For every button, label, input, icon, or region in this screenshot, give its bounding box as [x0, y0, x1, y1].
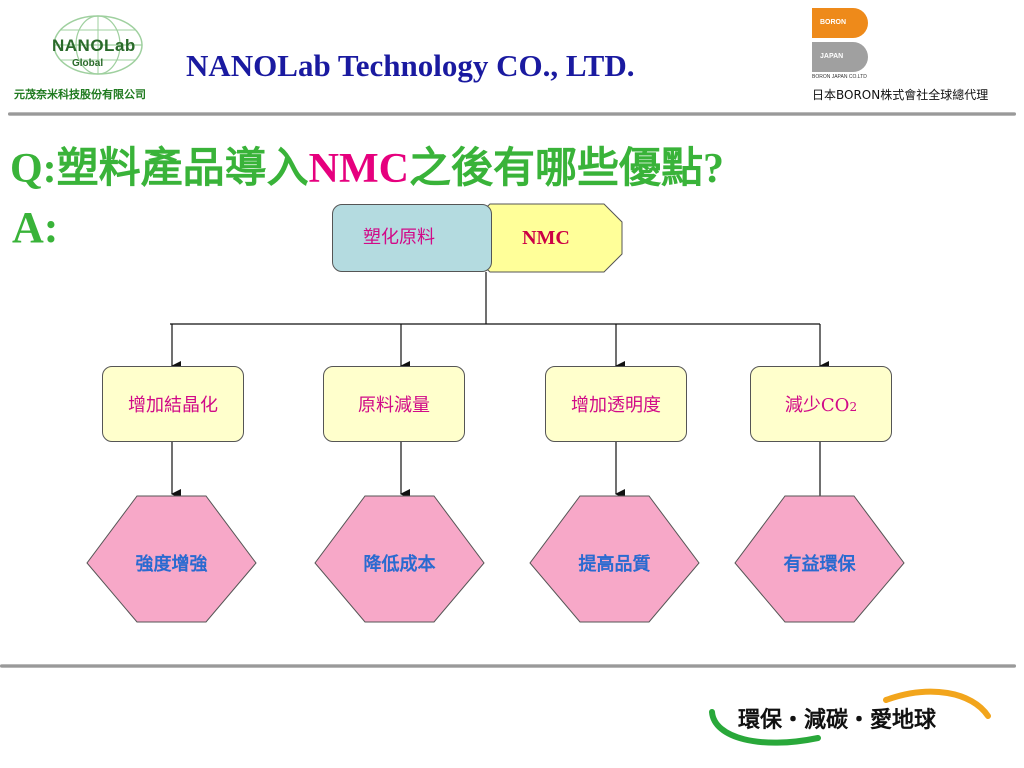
- nmc-tag-label: NMC: [522, 226, 570, 249]
- globe-icon: [53, 15, 143, 75]
- swoosh-icon: [709, 688, 991, 746]
- company-title: NANOLab Technology CO., LTD.: [186, 48, 635, 83]
- question-nmc: NMC: [308, 146, 409, 192]
- footer-slogan: 環保・減碳・愛地球: [738, 707, 937, 733]
- logo-name: NANOLab: [52, 36, 136, 55]
- result-hexagon-1: [86, 495, 257, 623]
- effect-box-4-subscript: 2: [849, 400, 858, 414]
- header-divider: [8, 112, 1016, 116]
- logo-subtitle: Global: [72, 58, 104, 69]
- result-label-1: 強度增強: [135, 554, 208, 575]
- boron-logo-caption: BORON JAPAN CO.LTD: [812, 74, 867, 80]
- nanolab-logo: NANOLab Global 元茂奈米科技股份有限公司: [12, 14, 172, 104]
- boron-japan-logo: BORON JAPAN BORON JAPAN CO.LTD: [812, 8, 872, 80]
- effect-box-2: 原料減量: [323, 366, 465, 442]
- logo-chinese-name: 元茂奈米科技股份有限公司: [14, 88, 146, 101]
- footer-divider: [0, 664, 1016, 668]
- agent-caption: 日本BORON株式會社全球總代理: [812, 88, 989, 102]
- question-text-1: 塑料產品導入: [56, 143, 309, 192]
- result-label-2: 降低成本: [363, 554, 436, 575]
- boron-logo-bottom: JAPAN: [812, 42, 868, 72]
- effect-box-1: 增加結晶化: [102, 366, 244, 442]
- result-label-4: 有益環保: [783, 554, 856, 575]
- result-hexagon-2: [314, 495, 485, 623]
- answer-label: A:: [12, 203, 59, 252]
- question-prefix: Q:: [10, 146, 57, 192]
- effect-box-4-label: 減少CO: [784, 395, 850, 416]
- question-mark: ?: [703, 146, 724, 192]
- result-hexagon-3: [529, 495, 700, 623]
- effect-box-3: 增加透明度: [545, 366, 687, 442]
- result-label-3: 提高品質: [578, 554, 651, 575]
- question-heading: Q:塑料產品導入NMC之後有哪些優點?: [10, 134, 724, 195]
- boron-logo-top: BORON: [812, 8, 868, 38]
- question-text-2: 之後有哪些優點: [408, 143, 703, 192]
- result-hexagon-4: [734, 495, 905, 623]
- source-material-box: 塑化原料: [332, 204, 492, 272]
